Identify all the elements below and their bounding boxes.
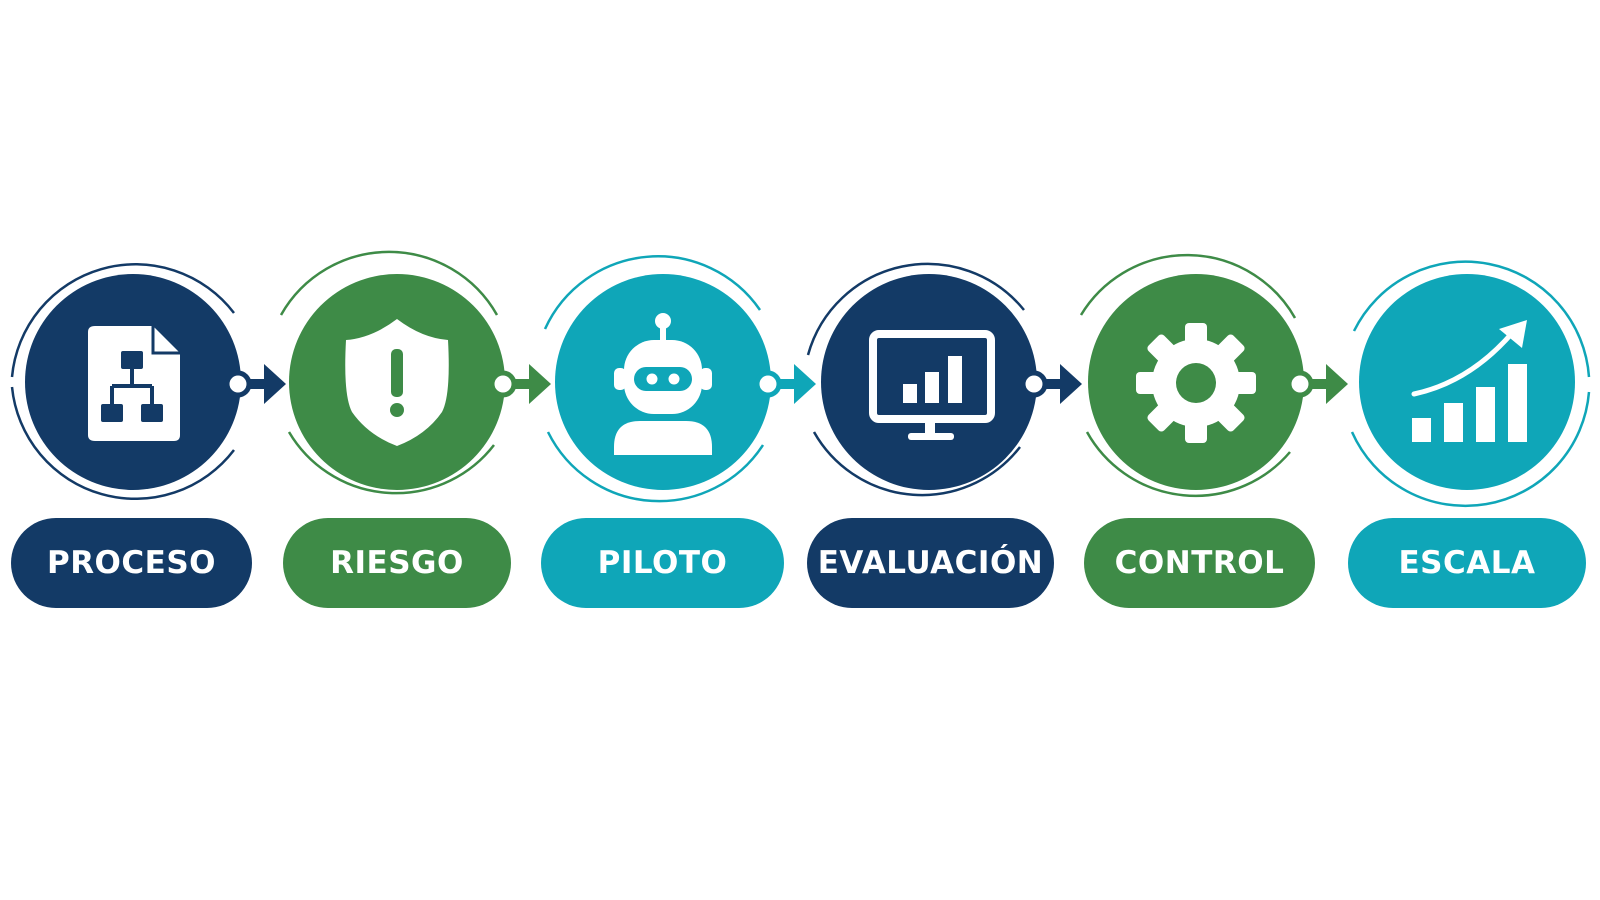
- label-piloto-text: PILOTO: [597, 545, 728, 581]
- robot-icon: [614, 313, 712, 455]
- step-control-ring: [1079, 253, 1297, 498]
- monitor-bar-chart-icon: [869, 330, 995, 440]
- step-escala: [1350, 260, 1591, 508]
- label-riesgo: RIESGO: [283, 518, 511, 608]
- step-escala-circle: [1359, 274, 1575, 490]
- step-control: [1079, 253, 1304, 498]
- label-control: CONTROL: [1084, 518, 1315, 608]
- connector-3: [754, 364, 816, 404]
- label-riesgo-text: RIESGO: [330, 545, 464, 581]
- step-riesgo-ring: [279, 250, 499, 495]
- label-proceso-text: PROCESO: [46, 545, 217, 581]
- step-riesgo: [279, 250, 505, 495]
- process-diagram-document-icon: [88, 326, 180, 441]
- step-proceso: [10, 263, 241, 501]
- label-piloto: PILOTO: [541, 518, 784, 608]
- label-escala: ESCALA: [1348, 518, 1586, 608]
- shield-warning-icon: [345, 319, 449, 446]
- label-evaluacion-text: EVALUACIÓN: [817, 545, 1044, 581]
- step-proceso-ring: [10, 263, 235, 501]
- connector-5: [1286, 364, 1348, 404]
- connector-4: [1020, 364, 1082, 404]
- step-evaluacion: [806, 262, 1037, 497]
- connector-2: [489, 364, 551, 404]
- label-evaluacion: EVALUACIÓN: [807, 518, 1054, 608]
- connector-1: [224, 364, 286, 404]
- label-proceso: PROCESO: [11, 518, 252, 608]
- step-piloto: [543, 255, 771, 503]
- step-piloto-ring: [543, 255, 765, 503]
- label-control-text: CONTROL: [1114, 545, 1285, 581]
- step-escala-ring: [1350, 260, 1591, 508]
- label-escala-text: ESCALA: [1398, 545, 1536, 581]
- growth-chart-arrow-icon: [1411, 320, 1527, 442]
- gear-icon: [1136, 323, 1256, 443]
- step-evaluacion-ring: [806, 262, 1025, 497]
